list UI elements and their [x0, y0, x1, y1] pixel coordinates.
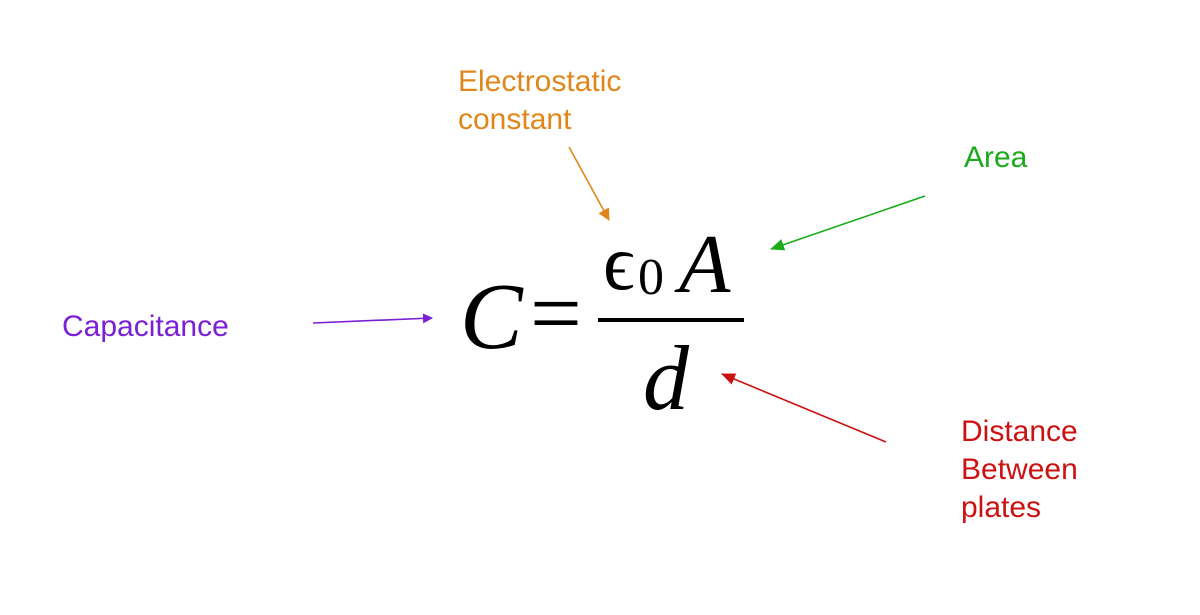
epsilon-subscript: 0	[638, 249, 664, 306]
area-label: Area	[964, 139, 1027, 177]
distance-label-line3: plates	[961, 491, 1042, 524]
electrostatic-constant-label: Electrostatic constant	[458, 63, 621, 139]
electrostatic-arrow	[568, 146, 610, 221]
area-arrow	[770, 195, 926, 251]
fraction-bar	[598, 318, 744, 322]
capacitance-label: Capacitance	[62, 308, 229, 346]
capacitance-arrow	[312, 313, 433, 324]
distance-label: Distance Between plates	[961, 413, 1078, 527]
distance-symbol: d	[643, 327, 689, 429]
electrostatic-label-line1: Electrostatic	[458, 65, 622, 98]
distance-label-line2: Between	[961, 453, 1078, 486]
equals-sign: =	[530, 262, 582, 364]
area-label-text: Area	[964, 141, 1028, 174]
epsilon-symbol: ϵ	[603, 219, 635, 306]
area-symbol: A	[679, 218, 731, 311]
electrostatic-label-line2: constant	[458, 103, 572, 136]
distance-arrow	[721, 373, 887, 443]
capacitance-symbol: C	[460, 265, 523, 369]
capacitance-label-text: Capacitance	[62, 310, 229, 343]
distance-label-line1: Distance	[961, 415, 1078, 448]
